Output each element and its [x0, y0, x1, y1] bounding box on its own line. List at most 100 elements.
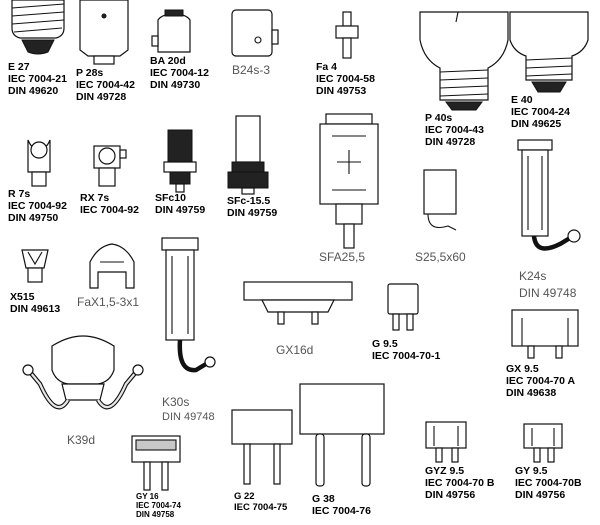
label-p40s-name: P 40s: [425, 112, 453, 124]
label-s255x60: S25,5x60: [415, 250, 466, 264]
label-gy16-din: DIN 49758: [136, 509, 175, 519]
label-fa4-din: DIN 49753: [316, 84, 367, 97]
k30s-base-drawing: [161, 237, 216, 373]
label-gyz95: GYZ 9.5 IEC 7004-70 B DIN 49756: [425, 465, 495, 501]
label-r7s: R 7s IEC 7004-92 DIN 49750: [8, 188, 67, 224]
label-k39d-name: K39d: [67, 433, 96, 447]
label-g38-iec: IEC 7004-76: [312, 504, 371, 517]
label-gx16d: GX16d: [276, 343, 314, 357]
b24s3-base-drawing: [231, 9, 279, 57]
label-sfc10: SFc10 DIN 49759: [155, 192, 205, 217]
label-x515-name: X515: [10, 291, 35, 303]
label-p28s-name: P 28s: [76, 67, 104, 79]
label-e27-din: DIN 49620: [8, 84, 59, 97]
rx7s-base-drawing: [93, 145, 127, 187]
label-r7s-name: R 7s: [8, 188, 31, 200]
gy95-base-drawing: [523, 423, 563, 463]
label-g38: G 38 IEC 7004-76: [312, 493, 371, 518]
g22-base-drawing: [231, 409, 293, 485]
label-fax-name: FaX1,5-3x1: [77, 295, 140, 309]
r7s-base-drawing: [27, 139, 51, 187]
e27-base-drawing: [11, 0, 65, 55]
label-k24s-name: K24s: [519, 269, 547, 283]
label-g38-name: G 38: [312, 493, 335, 505]
sfc10-base-drawing: [163, 129, 197, 193]
label-e40-din: DIN 49625: [511, 117, 562, 130]
fa4-base-drawing: [335, 11, 359, 59]
label-x515-din: DIN 49613: [10, 302, 61, 315]
label-p28s-din: DIN 49728: [76, 90, 127, 103]
label-sfc155-name: SFc-15.5: [227, 195, 271, 207]
k24s-base-drawing: [517, 139, 581, 251]
label-rx7s-name: RX 7s: [80, 192, 110, 204]
label-gy16-name: GY 16: [136, 492, 159, 501]
label-ba20d-din: DIN 49730: [150, 78, 201, 91]
label-gy95: GY 9.5 IEC 7004-70B DIN 49756: [515, 465, 582, 501]
label-sfc155: SFc-15.5 DIN 49759: [227, 195, 278, 220]
label-b24s3-name: B24s-3: [232, 63, 271, 77]
label-r7s-iec: IEC 7004-92: [8, 199, 67, 212]
label-g95-name: G 9.5: [372, 338, 398, 350]
label-k24s-din: DIN 49748: [519, 286, 577, 301]
e40-base-drawing: [509, 11, 589, 93]
label-gx95-iec: IEC 7004-70 A: [506, 374, 576, 387]
label-k24s: K24s DIN 49748: [519, 269, 577, 301]
p28s-base-drawing: [79, 0, 129, 65]
gx95-base-drawing: [511, 309, 579, 359]
label-sfc155-din: DIN 49759: [227, 206, 278, 219]
label-sfc10-name: SFc10: [155, 192, 186, 204]
p40s-base-drawing: [419, 11, 509, 111]
label-p28s: P 28s IEC 7004-42 DIN 49728: [76, 67, 135, 103]
label-p40s: P 40s IEC 7004-43 DIN 49728: [425, 112, 484, 148]
label-s255x60-name: S25,5x60: [415, 250, 466, 264]
label-g22-name: G 22: [234, 491, 255, 502]
label-g95: G 9.5 IEC 7004-70-1: [372, 338, 441, 363]
g95-base-drawing: [387, 283, 419, 331]
label-x515: X515 DIN 49613: [10, 291, 61, 316]
label-ba20d-name: BA 20d: [150, 55, 186, 67]
label-p40s-iec: IEC 7004-43: [425, 123, 484, 136]
label-k39d: K39d: [67, 433, 96, 447]
k39d-base-drawing: [22, 335, 144, 410]
g38-base-drawing: [299, 383, 385, 487]
label-rx7s: RX 7s IEC 7004-92: [80, 192, 139, 217]
x515-base-drawing: [21, 249, 49, 283]
label-gx16d-name: GX16d: [276, 343, 314, 357]
label-e40-name: E 40: [511, 94, 533, 106]
label-gy16: GY 16 IEC 7004-74 DIN 49758: [136, 492, 181, 520]
label-fa4-iec: IEC 7004-58: [316, 72, 375, 85]
gyz95-base-drawing: [425, 421, 467, 463]
label-fax: FaX1,5-3x1: [77, 295, 140, 309]
ba20d-base-drawing: [151, 9, 191, 53]
s255x60-base-drawing: [423, 169, 457, 231]
label-sfa255-name: SFA25,5: [319, 250, 366, 264]
label-fa4: Fa 4 IEC 7004-58 DIN 49753: [316, 61, 375, 97]
label-e40-iec: IEC 7004-24: [511, 105, 570, 118]
label-gy95-name: GY 9.5: [515, 465, 548, 477]
label-sfa255: SFA25,5: [319, 250, 366, 264]
label-k30s-name: K30s: [162, 395, 190, 409]
label-ba20d-iec: IEC 7004-12: [150, 66, 209, 79]
label-g95-iec: IEC 7004-70-1: [372, 349, 441, 362]
sfc155-base-drawing: [227, 115, 269, 195]
fax-base-drawing: [89, 243, 135, 289]
label-b24s3: B24s-3: [232, 63, 271, 77]
label-gx95-din: DIN 49638: [506, 386, 557, 399]
gy16-base-drawing: [131, 435, 181, 491]
label-gyz95-iec: IEC 7004-70 B: [425, 476, 495, 489]
label-gx95: GX 9.5 IEC 7004-70 A DIN 49638: [506, 363, 576, 399]
label-fa4-name: Fa 4: [316, 61, 338, 73]
label-p28s-iec: IEC 7004-42: [76, 78, 135, 91]
label-gx95-name: GX 9.5: [506, 363, 539, 375]
label-gyz95-name: GYZ 9.5: [425, 465, 465, 477]
label-gy95-iec: IEC 7004-70B: [515, 476, 582, 489]
label-e27-name: E 27: [8, 61, 30, 73]
sfa255-base-drawing: [319, 113, 379, 249]
label-gy16-iec: IEC 7004-74: [136, 500, 181, 510]
label-gy95-din: DIN 49756: [515, 488, 566, 501]
label-k30s: K30s DIN 49748: [162, 395, 215, 424]
label-gyz95-din: DIN 49756: [425, 488, 476, 501]
label-g22-iec: IEC 7004-75: [234, 501, 288, 513]
label-e40: E 40 IEC 7004-24 DIN 49625: [511, 94, 570, 130]
